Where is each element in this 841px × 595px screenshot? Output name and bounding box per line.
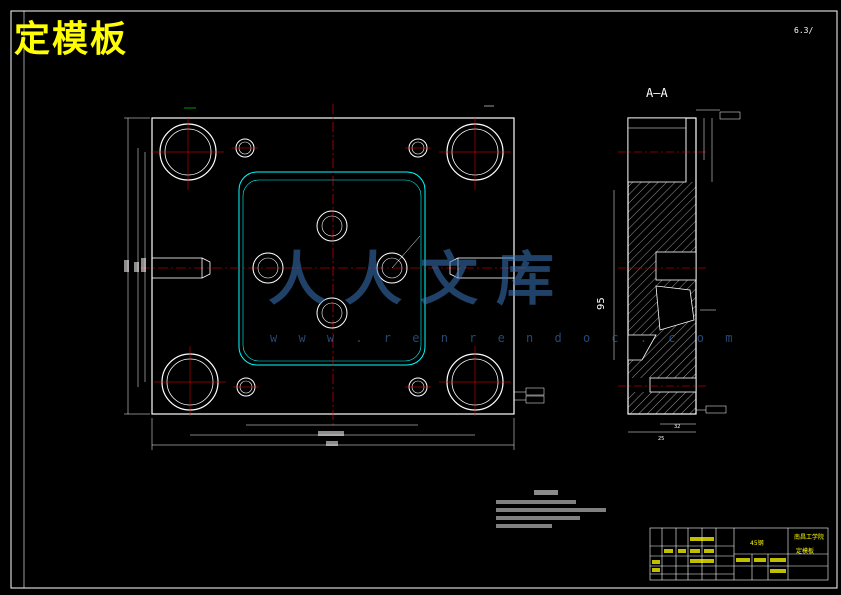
title-block-material: 45钢 xyxy=(750,540,764,547)
cavity-hole-top xyxy=(316,210,348,242)
title-block xyxy=(649,527,829,581)
hole-callouts xyxy=(514,387,545,404)
guide-hole-bottom-left xyxy=(154,346,226,416)
section-bottom-pocket xyxy=(649,377,697,393)
guide-hole-top-right xyxy=(439,118,511,190)
drawing-title: 定模板 xyxy=(14,19,129,60)
cavity-insert-inner xyxy=(242,179,422,362)
cavity-hole-right xyxy=(376,235,421,284)
dim-label-bottom xyxy=(318,431,344,436)
section-dimensions xyxy=(613,109,741,433)
side-pocket-left xyxy=(151,257,211,279)
section-top-bore xyxy=(627,117,687,183)
section-view-label: A–A xyxy=(646,86,668,100)
watermark-url: w w w . r e n r e n d o c . c o m xyxy=(270,331,740,345)
guide-hole-bottom-right xyxy=(439,346,511,416)
section-dim-32: 32 xyxy=(674,424,680,430)
dim-label-left xyxy=(124,260,129,272)
frame-inner-border xyxy=(23,10,838,589)
title-block-cells xyxy=(652,537,786,573)
side-pocket-right xyxy=(449,257,515,279)
screw-hole-top-right xyxy=(405,138,431,158)
cavity-hole-bottom xyxy=(316,297,348,329)
cavity-hole-left xyxy=(252,252,284,284)
dim-label-left-3 xyxy=(141,258,146,272)
section-dim-95: 95 xyxy=(596,297,607,310)
screw-hole-bottom-right xyxy=(405,377,431,397)
title-block-part-name: 定模板 xyxy=(796,548,815,555)
section-left-chamfer xyxy=(627,334,657,361)
section-view: 95 25 32 xyxy=(596,109,741,442)
section-gate xyxy=(655,285,695,331)
section-mid-pocket xyxy=(655,251,697,281)
title-block-school: 南昌工学院 xyxy=(794,534,825,541)
front-view xyxy=(124,104,545,450)
dim-label-total xyxy=(326,441,338,446)
technical-notes xyxy=(496,490,606,528)
surface-roughness-mark: 6.3∕ xyxy=(794,26,814,35)
screw-hole-bottom-left xyxy=(233,377,259,397)
cavity-insert xyxy=(238,171,426,366)
section-hatch-upper xyxy=(628,182,696,252)
dim-label-left-2 xyxy=(134,262,139,272)
section-dim-25: 25 xyxy=(658,436,664,442)
screw-hole-top-left xyxy=(232,138,258,158)
guide-hole-top-left xyxy=(152,118,224,190)
section-hatch-bottom xyxy=(628,392,696,414)
watermark-text: 人人文库 xyxy=(268,245,573,313)
